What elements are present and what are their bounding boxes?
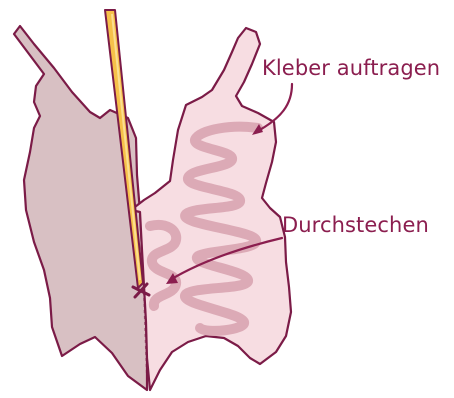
left-half-shape xyxy=(14,26,147,390)
label-glue: Kleber auftragen xyxy=(262,58,440,79)
label-pierce: Durchstechen xyxy=(282,215,429,236)
